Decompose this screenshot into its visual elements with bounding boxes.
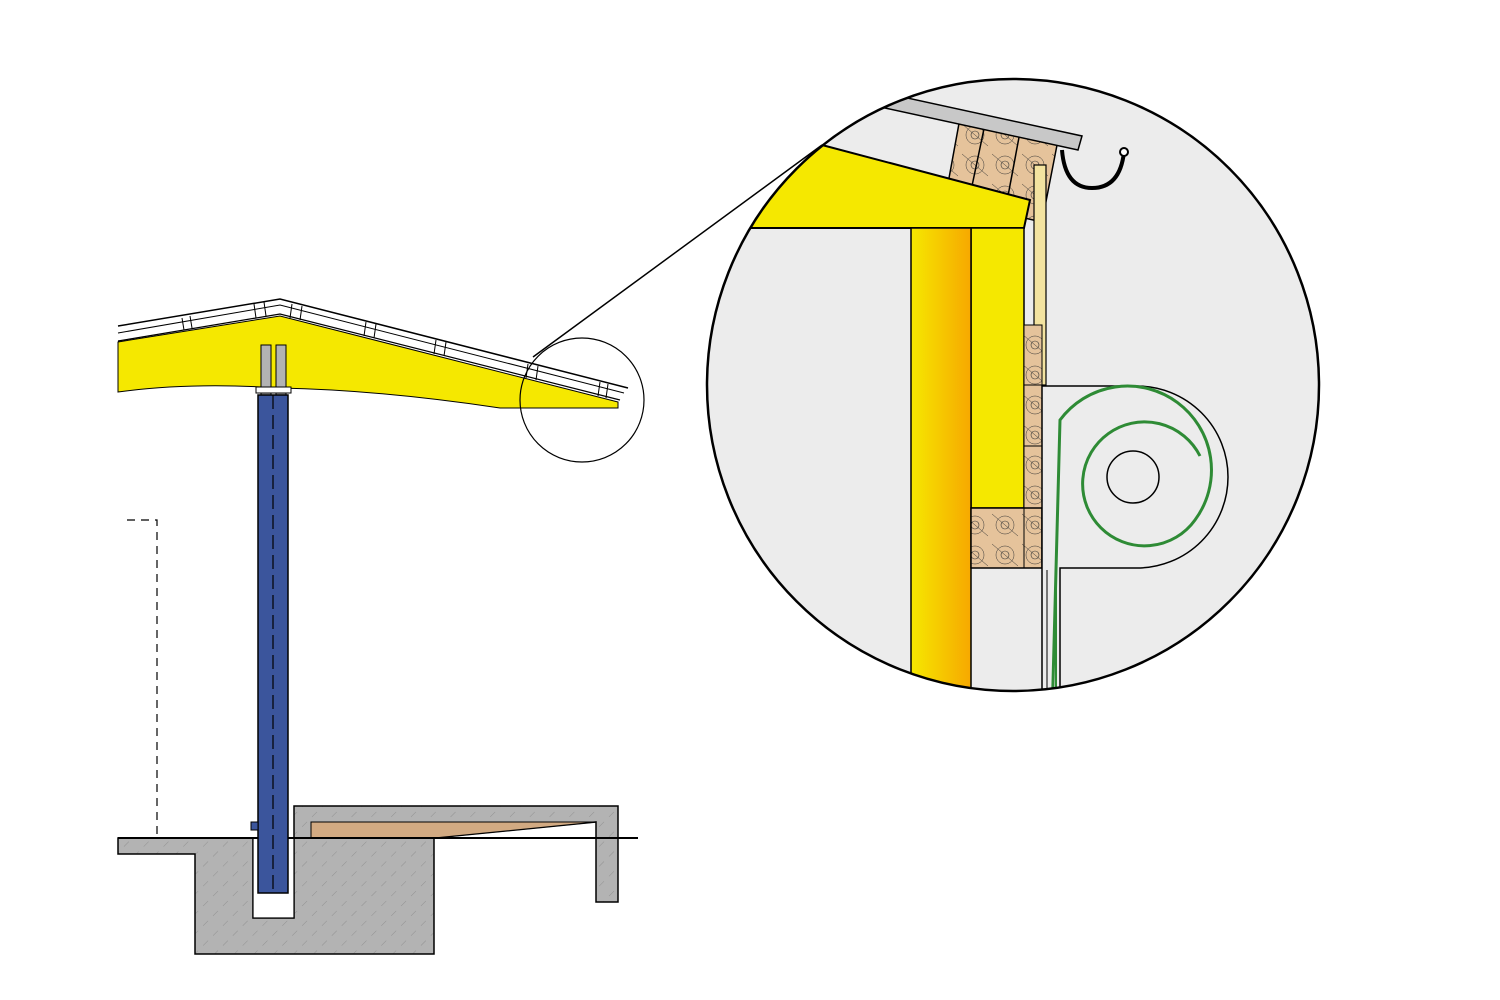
gutter: [1060, 149, 1126, 191]
dashed-outline: [127, 519, 158, 838]
roller-axle: [1106, 450, 1160, 504]
roof: [117, 298, 629, 409]
steel-column: [250, 344, 292, 894]
roller-shutter-box: [1041, 385, 1229, 691]
detail-enlargement: [705, 77, 1321, 693]
detail-leader-line: [532, 144, 823, 358]
roller-shutter: [1050, 384, 1213, 691]
detail-marker-circle: [519, 337, 645, 463]
foundation: [117, 805, 638, 955]
